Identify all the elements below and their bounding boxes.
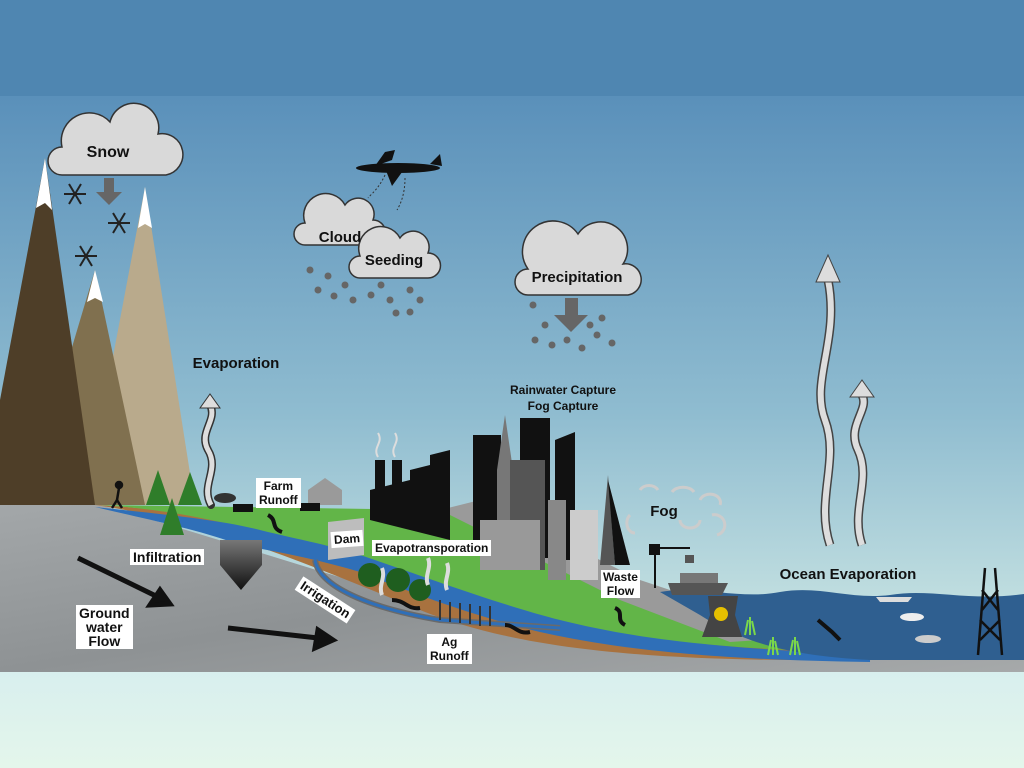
precipitation-arrow	[554, 298, 588, 332]
ag-runoff-line2: Runoff	[430, 649, 469, 663]
infiltration-label: Infiltration	[130, 549, 205, 565]
precipitation-label: Precipitation	[532, 269, 623, 286]
cloud-label: Cloud	[319, 229, 362, 246]
raindrops-seeding	[306, 266, 424, 317]
waste-flow-label: Waste Flow	[601, 570, 640, 598]
farm-runoff-label: Farm Runoff	[256, 478, 301, 508]
crops	[439, 600, 491, 626]
evaporation-label: Evaporation	[193, 355, 280, 372]
seeding-label: Seeding	[365, 252, 423, 269]
fog-icon	[625, 484, 727, 537]
fog-collector-icon	[649, 544, 694, 588]
cow-icon	[233, 504, 253, 512]
pine-trees	[146, 470, 202, 535]
cow-icon	[300, 503, 320, 511]
arrowhead	[849, 379, 875, 398]
rainwater-capture-label: Rainwater Capture	[510, 383, 616, 397]
cargo-ship-icon	[668, 573, 728, 595]
bottom-band	[0, 672, 1024, 768]
wetland-grass	[744, 617, 801, 656]
river	[95, 507, 870, 662]
ocean-evaporation-label: Ocean Evaporation	[780, 566, 917, 583]
seeding-particles-icon	[367, 174, 406, 211]
evapotranspiration-label: Evapotransporation	[372, 540, 492, 556]
fish-icon	[915, 635, 941, 643]
groundwater-line3: Flow	[88, 633, 121, 649]
cloud-seeding-clouds	[293, 192, 442, 279]
airplane-icon	[356, 150, 442, 186]
arrowhead	[815, 253, 841, 283]
mountains	[0, 158, 195, 505]
barn-icon	[308, 478, 342, 505]
ag-runoff-label: Ag Runoff	[427, 634, 472, 664]
raindrops-precipitation	[529, 301, 616, 352]
diver-icon	[816, 618, 842, 642]
infiltration-arrow	[220, 540, 262, 590]
fish-icon	[900, 613, 924, 621]
groundwater-line1: Ground	[79, 605, 130, 621]
groundwater-line2: water	[85, 619, 123, 635]
snowflake-icon	[64, 183, 130, 267]
precipitation-cloud	[514, 220, 642, 296]
boat-icon	[876, 597, 912, 602]
farm-runoff-line1: Farm	[263, 479, 293, 493]
groundwater-arrows	[76, 555, 339, 653]
hiker-icon	[110, 480, 124, 509]
waste-flow-line2: Flow	[606, 584, 635, 598]
smoke-icon	[375, 432, 398, 458]
snow-label: Snow	[87, 144, 130, 161]
waste-flow-line1: Waste	[603, 570, 638, 584]
fog-capture-label: Fog Capture	[528, 399, 599, 413]
top-band	[0, 0, 1024, 96]
runoff-arrows	[266, 513, 627, 635]
pig-icon	[214, 493, 236, 503]
groundwater-flow-label: Ground water Flow	[76, 605, 133, 649]
fog-label: Fog	[650, 503, 678, 520]
snowfall-arrow	[96, 178, 122, 205]
farm-runoff-line2: Runoff	[259, 493, 298, 507]
oil-rig-icon	[976, 567, 1004, 656]
orchard-trees	[358, 563, 431, 601]
evapotranspiration-arrows	[378, 557, 451, 596]
snow-cloud	[47, 102, 184, 176]
dam-label: Dam	[330, 529, 364, 549]
ag-runoff-line1: Ag	[441, 635, 458, 649]
nuclear-plant-icon	[702, 596, 742, 637]
